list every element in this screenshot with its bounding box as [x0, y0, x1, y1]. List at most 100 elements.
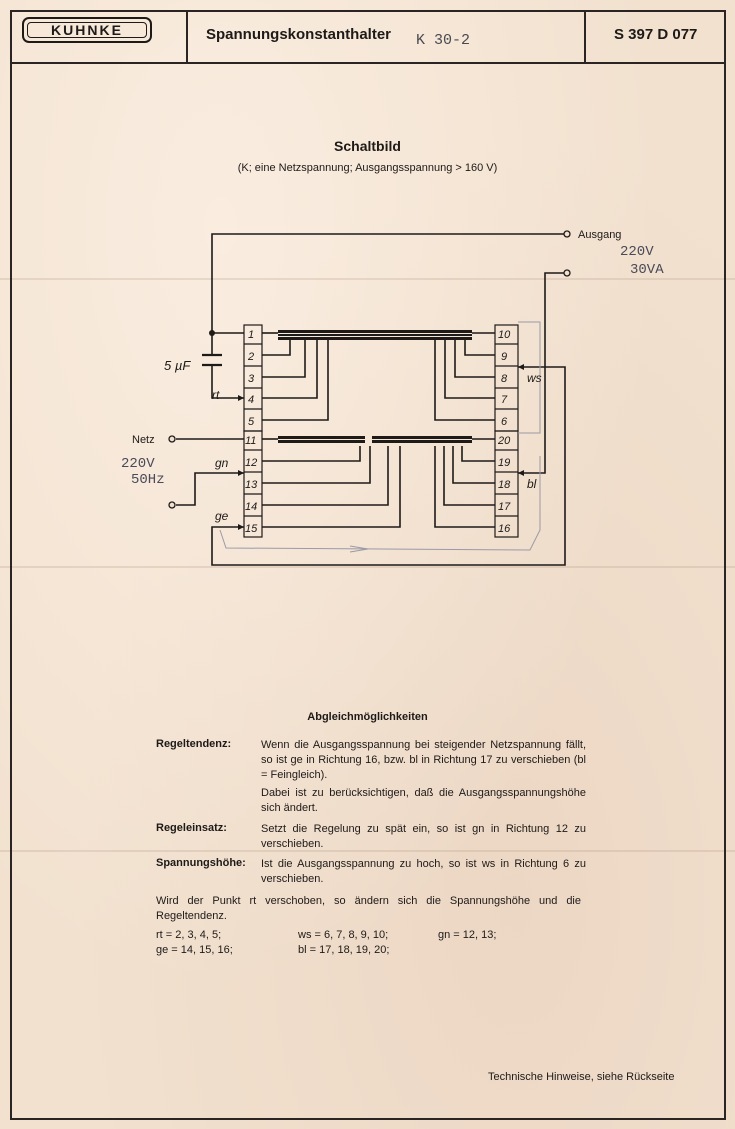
transformer-core — [278, 436, 365, 439]
terminal-strip-right — [494, 430, 519, 538]
arrow-icon — [518, 364, 524, 370]
output-terminal — [563, 230, 571, 238]
svg-text:18: 18 — [498, 479, 511, 491]
bl-label: bl — [527, 477, 537, 491]
pencil-arrow — [349, 545, 369, 553]
svg-text:14: 14 — [245, 501, 257, 513]
svg-text:8: 8 — [501, 373, 508, 385]
svg-text:3: 3 — [248, 373, 255, 385]
winding-tap — [262, 446, 389, 506]
capacitor-label: 5 µF — [164, 358, 191, 373]
winding-tap — [262, 340, 291, 356]
output-wire — [211, 233, 565, 333]
wire — [518, 272, 565, 474]
adjustment-title: Abgleichmöglichkeiten — [307, 711, 428, 723]
junction-dot — [209, 330, 215, 336]
svg-text:11: 11 — [245, 435, 256, 447]
pencil-mark — [219, 456, 541, 551]
header-divider — [584, 10, 586, 62]
gn-list: gn = 12, 13; — [438, 929, 497, 941]
netz-terminal — [168, 435, 176, 443]
wire — [176, 472, 244, 506]
fold-line — [0, 278, 735, 280]
transformer-core — [372, 436, 472, 439]
terminal-strip-left — [243, 430, 263, 538]
regeleinsatz-label: Regeleinsatz: — [156, 822, 227, 834]
winding-tap — [452, 446, 495, 484]
svg-text:19: 19 — [498, 457, 510, 469]
schematic-title: Schaltbild — [334, 138, 401, 154]
svg-text:17: 17 — [498, 501, 511, 513]
ws-list: ws = 6, 7, 8, 9, 10; — [298, 929, 389, 941]
document-title: Spannungskonstanthalter — [206, 26, 392, 43]
winding-tap — [262, 446, 371, 484]
schematic-subtitle: (K; eine Netzspannung; Ausgangsspannung … — [237, 162, 498, 174]
netz-terminal — [168, 501, 176, 509]
rt-label: rt — [212, 388, 220, 402]
winding-tap — [262, 446, 361, 462]
svg-text:15: 15 — [245, 523, 258, 535]
output-terminal — [563, 269, 571, 277]
regeltendenz-note: Dabei ist zu berücksichtigen, daß die Au… — [261, 787, 586, 814]
winding-tap — [443, 446, 495, 506]
winding-tap — [464, 340, 495, 356]
svg-text:4: 4 — [248, 394, 254, 406]
winding-tap — [461, 446, 495, 462]
svg-text:10: 10 — [498, 329, 511, 341]
svg-text:12: 12 — [245, 457, 257, 469]
ws-label: ws — [527, 371, 542, 385]
wire — [211, 526, 244, 540]
arrow-icon — [238, 470, 244, 476]
bl-list: bl = 17, 18, 19, 20; — [298, 944, 390, 956]
input-voltage-note: 220V — [121, 456, 155, 472]
output-voltage-note: 220V — [620, 244, 654, 260]
svg-text:6: 6 — [501, 416, 508, 428]
terminal-numbers-right: 10 9 8 7 6 20 19 18 17 16 — [497, 329, 511, 535]
rt-paragraph: Wird der Punkt rt verschoben, so ändern … — [156, 895, 581, 922]
winding-tap — [434, 446, 495, 528]
rt-list: rt = 2, 3, 4, 5; — [156, 929, 222, 941]
svg-text:5: 5 — [248, 416, 255, 428]
winding-tap — [444, 340, 495, 399]
input-frequency-note: 50Hz — [131, 472, 165, 488]
svg-text:1: 1 — [248, 329, 254, 341]
svg-text:20: 20 — [497, 435, 511, 447]
page-border — [10, 10, 726, 1120]
spannungshoehe-label: Spannungshöhe: — [156, 857, 246, 869]
svg-text:9: 9 — [501, 351, 507, 363]
arrow-icon — [238, 395, 244, 401]
regeleinsatz-text: Setzt die Regelung zu spät ein, so ist g… — [261, 823, 586, 850]
svg-text:16: 16 — [498, 523, 511, 535]
winding-tap — [434, 340, 495, 421]
document-number: S 397 D 077 — [614, 26, 698, 43]
footer-note: Technische Hinweise, siehe Rückseite — [488, 1071, 675, 1083]
kuhnke-logo: KUHNKE — [22, 17, 152, 43]
ge-list: ge = 14, 15, 16; — [156, 944, 233, 956]
svg-text:2: 2 — [247, 351, 254, 363]
regeltendenz-label: Regeltendenz: — [156, 738, 232, 750]
transformer-core — [278, 440, 365, 443]
winding-tap — [262, 340, 318, 399]
transformer-core — [372, 440, 472, 443]
winding-tap — [262, 340, 306, 378]
ausgang-label: Ausgang — [578, 229, 621, 241]
netz-label: Netz — [132, 434, 155, 446]
svg-text:13: 13 — [245, 479, 258, 491]
fold-line — [0, 566, 735, 568]
winding-tap — [262, 446, 401, 528]
arrow-icon — [238, 524, 244, 530]
output-power-note: 30VA — [630, 262, 664, 278]
fold-line — [0, 850, 735, 852]
wire — [211, 365, 244, 399]
transformer-core — [278, 330, 472, 333]
gn-label: gn — [215, 456, 229, 470]
winding-tap — [262, 340, 329, 421]
winding-tap — [454, 340, 495, 378]
transformer-core — [278, 337, 472, 340]
ge-label: ge — [215, 509, 229, 523]
transformer-core — [278, 334, 472, 336]
arrow-icon — [518, 470, 524, 476]
header-bar — [10, 10, 726, 64]
pencil-mark — [518, 321, 541, 434]
